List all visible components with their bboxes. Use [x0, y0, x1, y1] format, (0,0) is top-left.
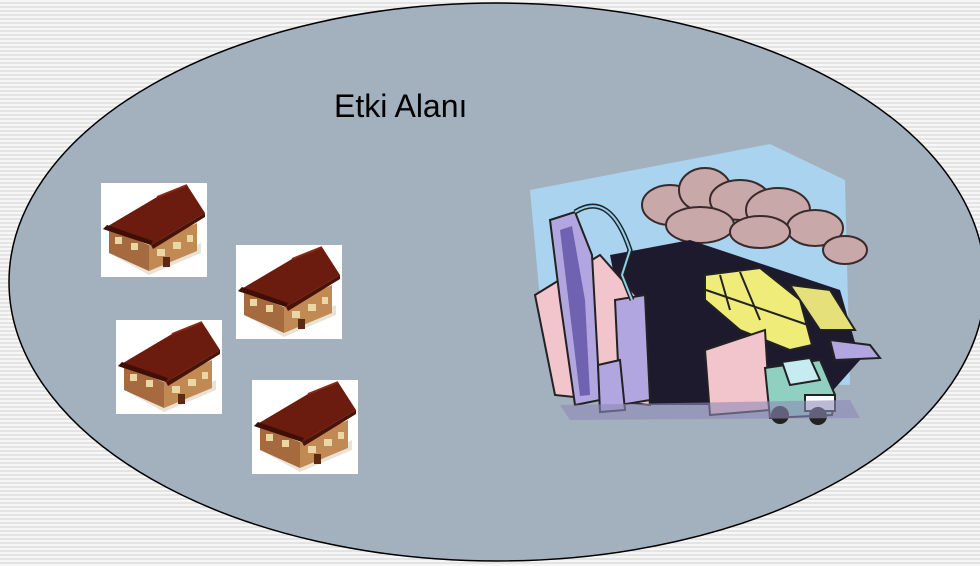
house-icon — [251, 379, 359, 475]
area-title: Etki Alanı — [334, 88, 467, 124]
house-icon — [235, 244, 343, 340]
influence-area-ellipse — [8, 2, 980, 562]
factory-icon — [530, 144, 882, 425]
house-icon — [100, 182, 208, 278]
house-icon — [115, 319, 223, 415]
